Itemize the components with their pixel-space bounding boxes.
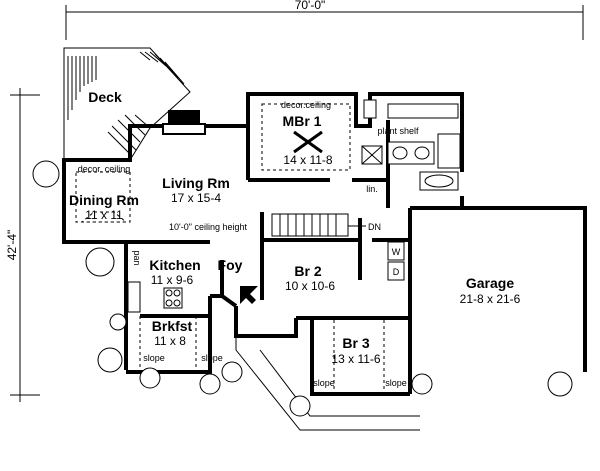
room-labels: Living Rm 17 x 15-4 10'-0" ceiling heigh… (69, 100, 521, 388)
kitchen-size: 11 x 9-6 (151, 273, 194, 287)
living-room-note: 10'-0" ceiling height (169, 222, 247, 232)
ceiling-fan-icon (293, 130, 323, 154)
linen-closet-label: lin. (366, 184, 378, 194)
dining-room-name: Dining Rm (69, 192, 139, 208)
deck-area: Deck (63, 47, 191, 161)
interior-walls (126, 120, 410, 320)
pantry-label: pan (132, 250, 142, 265)
master-bath-fixtures (361, 99, 461, 191)
dining-room-note: decor. ceiling (78, 164, 131, 174)
mbr-ceiling-outline (261, 103, 351, 171)
dining-room-size: 11 x 11 (85, 208, 123, 222)
dining-table (80, 211, 128, 223)
br3-name: Br 3 (342, 335, 369, 351)
mbr-size: 14 x 11-8 (283, 153, 332, 167)
kitchen-fixtures (127, 281, 183, 313)
foyer-name: Foy (218, 257, 243, 273)
br2-name: Br 2 (294, 263, 321, 279)
garage-name: Garage (466, 275, 514, 291)
landscape-shrubs (32, 160, 573, 417)
br3-slope-right: slope (385, 378, 407, 388)
fireplace (162, 110, 206, 135)
br3-size: 13 x 11-6 (331, 352, 380, 366)
mbr-note: decor.ceiling (281, 100, 331, 110)
dimension-lines: 70'-0" 42'-4" (5, 0, 584, 402)
brkfst-slope-left: slope (143, 353, 165, 363)
brkfst-size: 11 x 8 (154, 334, 186, 348)
mbr-name: MBr 1 (283, 113, 322, 129)
entry-arrow-icon (240, 286, 258, 304)
washer-label: W (392, 247, 401, 257)
br3-slope-left: slope (313, 378, 335, 388)
plant-shelf-label: plant shelf (377, 126, 419, 136)
dryer-label: D (393, 267, 400, 277)
kitchen-name: Kitchen (149, 257, 200, 273)
brkfst-name: Brkfst (152, 318, 193, 334)
depth-dimension-label: 42'-4" (5, 230, 19, 261)
br2-size: 10 x 10-6 (285, 279, 335, 293)
front-walk (235, 336, 420, 431)
dining-ceiling-outline (75, 171, 131, 223)
stair-down-label: DN (368, 222, 381, 232)
width-dimension-label: 70'-0" (295, 0, 326, 12)
laundry-units: W D (387, 241, 405, 281)
living-room-name: Living Rm (162, 175, 230, 191)
living-room-size: 17 x 15-4 (171, 191, 221, 205)
garage-size: 21-8 x 21-6 (460, 292, 521, 306)
stairs: DN (271, 213, 381, 237)
deck-name: Deck (88, 89, 122, 105)
exterior-walls (62, 92, 587, 396)
brkfst-slope-right: slope (201, 353, 223, 363)
